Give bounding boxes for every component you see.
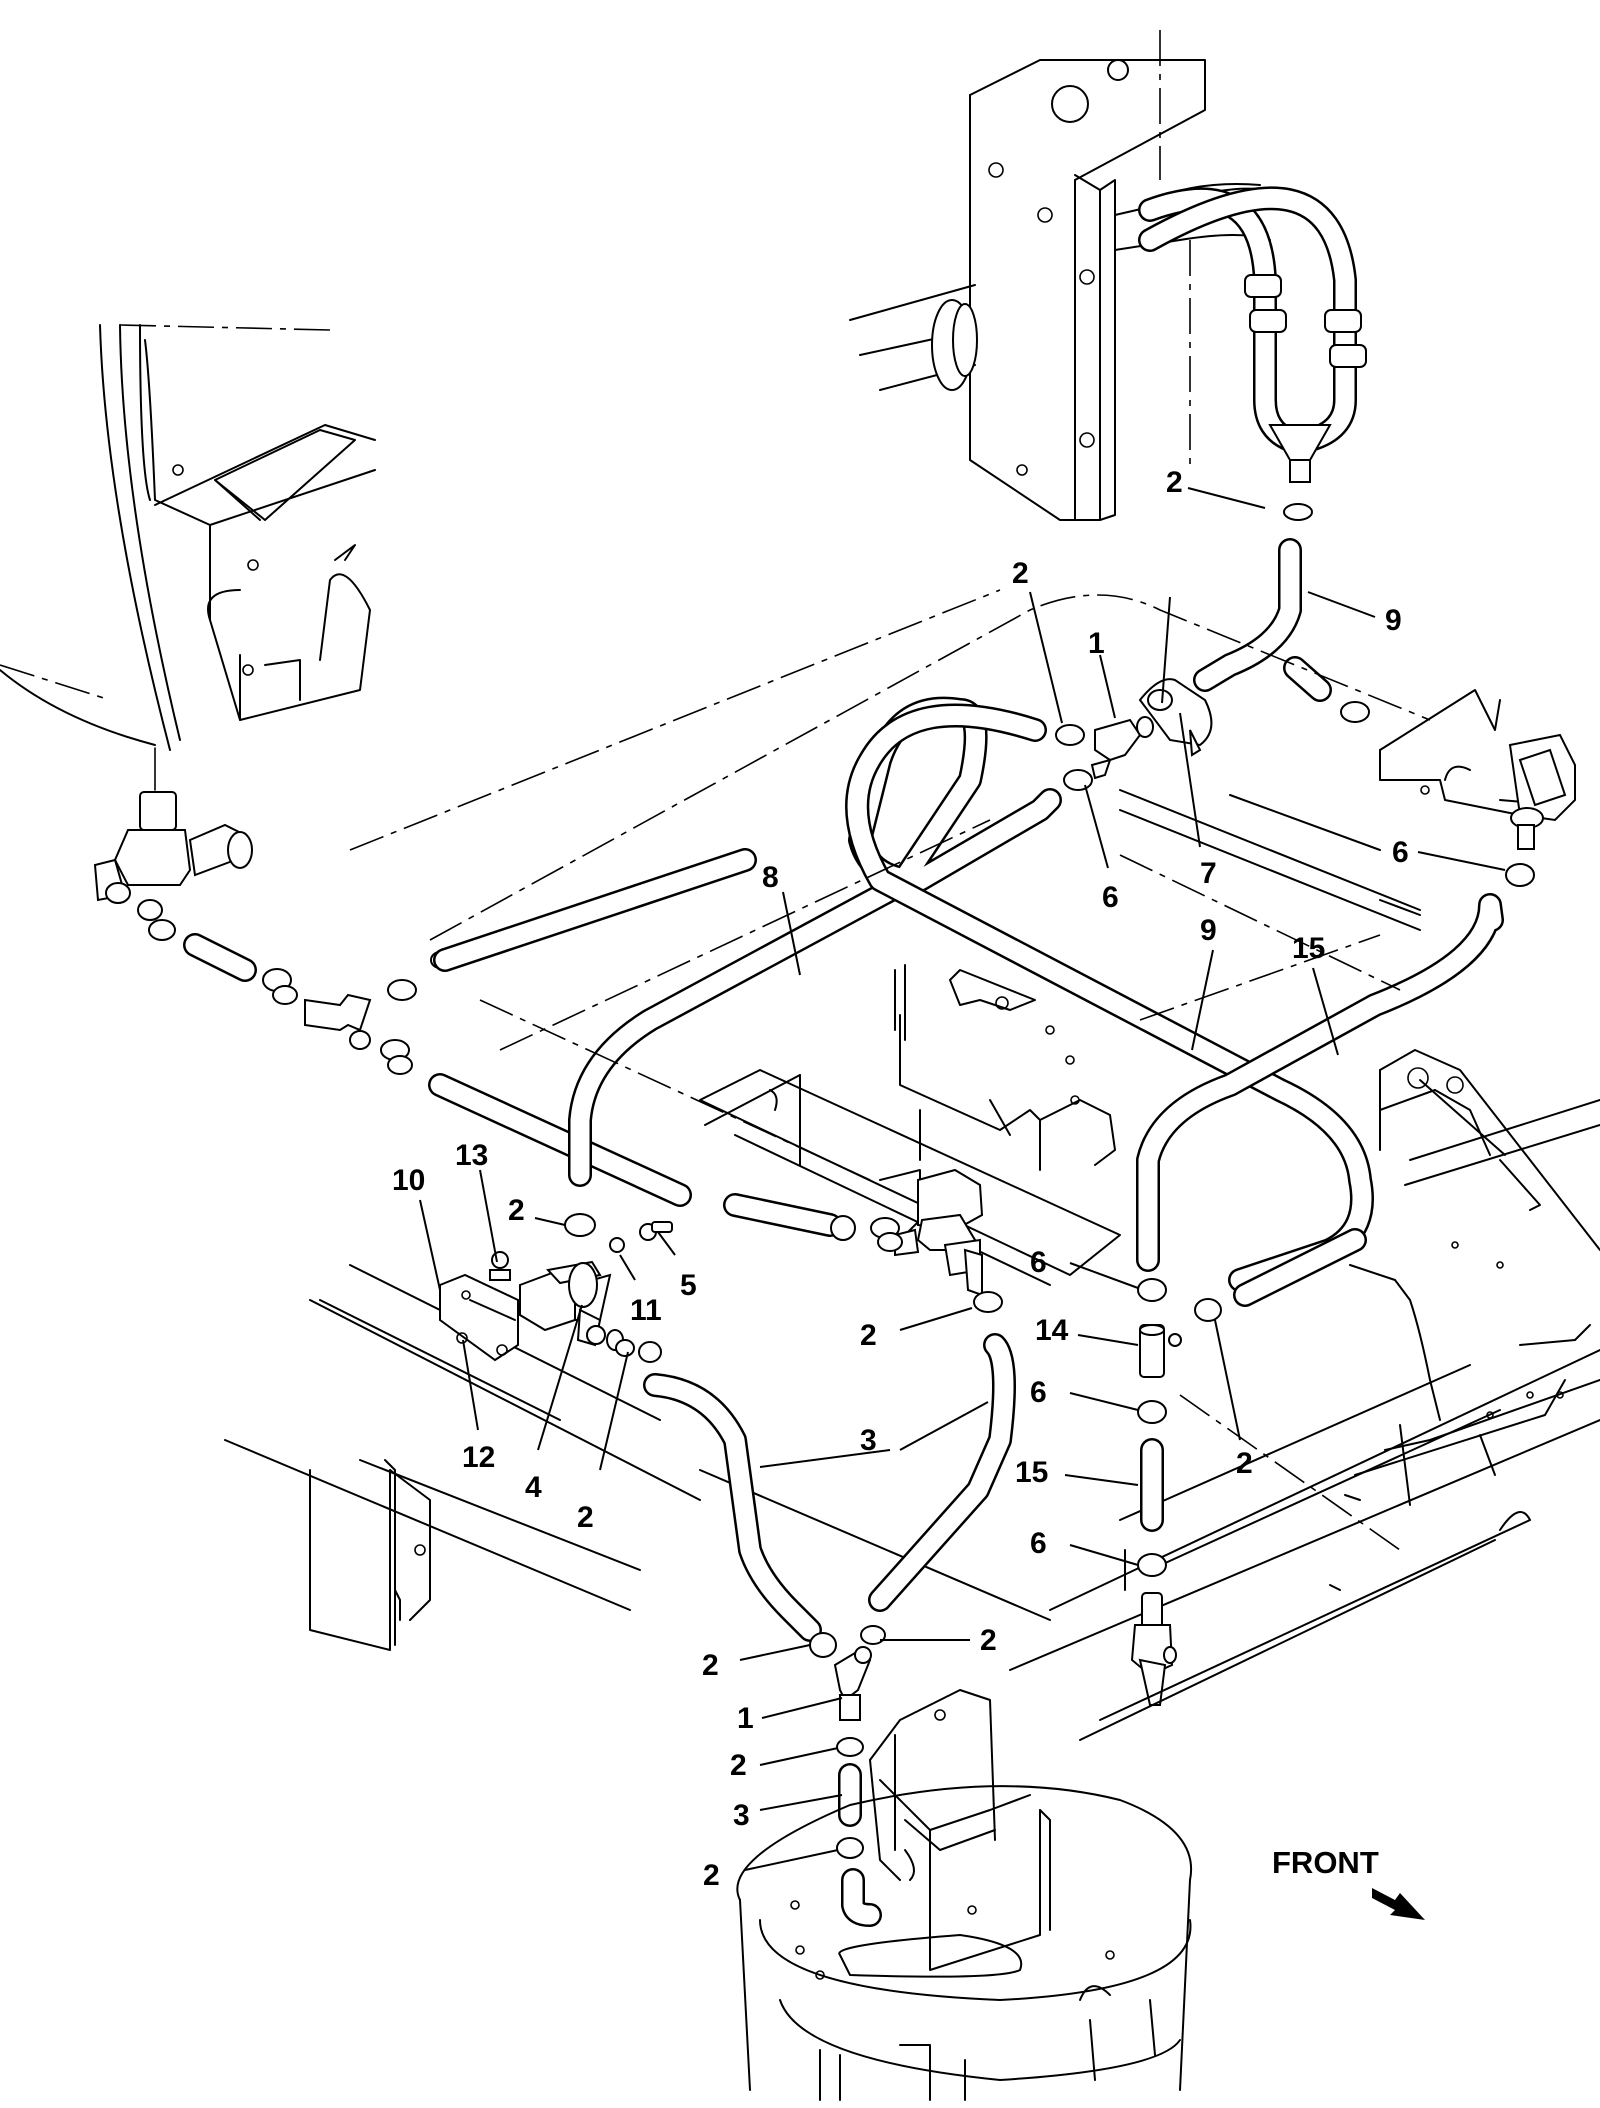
svg-text:13: 13 [455, 1139, 488, 1172]
svg-text:2: 2 [860, 1319, 877, 1352]
right-hose-bracket [1283, 656, 1576, 887]
callout-9-top: 9 [1307, 591, 1402, 637]
upper-y-hose-assembly [1138, 186, 1367, 521]
callout-1-top: 1 [1088, 627, 1116, 719]
front-label: FRONT [1272, 1845, 1379, 1880]
callout-6-right: 6 [1392, 836, 1506, 871]
callout-4: 4 [525, 1304, 583, 1504]
callout-2-ylow-l: 2 [702, 1644, 811, 1682]
callout-6-a: 6 [1030, 1246, 1139, 1289]
callout-7: 7 [1179, 712, 1217, 890]
center-y-fitting [1055, 678, 1213, 791]
front-direction-indicator: FRONT [1272, 1845, 1425, 1920]
svg-text:7: 7 [1200, 857, 1217, 890]
callout-6-mid: 6 [1084, 784, 1119, 914]
svg-text:6: 6 [1030, 1527, 1047, 1560]
callout-13: 13 [455, 1139, 498, 1263]
svg-text:6: 6 [1392, 836, 1409, 869]
right-side-frame [1079, 1049, 1600, 1741]
callout-3-mid: 3 [759, 1401, 989, 1468]
callout-2-right: 2 [1214, 1319, 1253, 1480]
svg-text:4: 4 [525, 1471, 542, 1504]
callout-8: 8 [762, 861, 801, 976]
callout-6-c: 6 [1030, 1527, 1139, 1566]
callout-15-low: 15 [1015, 1456, 1139, 1489]
svg-text:2: 2 [980, 1624, 997, 1657]
callout-14: 14 [1035, 1314, 1139, 1347]
svg-text:3: 3 [733, 1799, 750, 1832]
svg-text:6: 6 [1030, 1246, 1047, 1279]
svg-text:15: 15 [1292, 932, 1325, 965]
bottom-tank [736, 1785, 1193, 2101]
center-solenoid-valve [723, 1168, 984, 1297]
callout-15-top: 15 [1292, 932, 1339, 1056]
svg-text:2: 2 [1236, 1447, 1253, 1480]
tank-upright-bracket [869, 1689, 1051, 1971]
callout-2-bot2: 2 [703, 1849, 839, 1892]
callout-3-low: 3 [733, 1794, 843, 1832]
svg-text:1: 1 [737, 1702, 754, 1735]
left-fitting-chain [93, 747, 757, 1207]
svg-text:6: 6 [1030, 1376, 1047, 1409]
hose-15-upper [1136, 893, 1504, 1272]
svg-text:2: 2 [730, 1749, 747, 1782]
svg-text:10: 10 [392, 1164, 425, 1197]
lower-left-step-bracket [309, 1459, 431, 1651]
svg-text:2: 2 [1012, 557, 1029, 590]
hose-3-long [643, 1373, 822, 1642]
front-arrow-icon [1372, 1888, 1425, 1920]
upper-mounting-bracket [969, 30, 1206, 521]
callout-1-top-leader-b [1161, 596, 1171, 704]
svg-text:8: 8 [762, 861, 779, 894]
svg-text:6: 6 [1102, 881, 1119, 914]
callout-2-ylow-r: 2 [880, 1624, 997, 1657]
lower-y-fitting [809, 1625, 886, 1927]
callout-2-lower: 2 [577, 1351, 629, 1534]
svg-text:2: 2 [702, 1649, 719, 1682]
callout-12: 12 [462, 1339, 495, 1474]
callout-2-bot1: 2 [730, 1747, 839, 1782]
callout-9-mid: 9 [1191, 914, 1217, 1051]
svg-text:12: 12 [462, 1441, 495, 1474]
callout-6-b: 6 [1030, 1376, 1139, 1411]
callout-1-low: 1 [737, 1697, 843, 1735]
callout-2-top: 2 [1166, 466, 1266, 509]
svg-text:2: 2 [703, 1859, 720, 1892]
callout-2-center: 2 [860, 1307, 973, 1352]
svg-text:2: 2 [508, 1194, 525, 1227]
svg-text:14: 14 [1035, 1314, 1069, 1347]
left-machine-body [0, 324, 376, 751]
callout-10: 10 [392, 1164, 441, 1291]
right-vertical-fittings [1130, 1228, 1367, 1706]
svg-text:11: 11 [630, 1294, 662, 1327]
hose-9-loop [845, 703, 1374, 1292]
hose-3-right [868, 1291, 1016, 1612]
callout-11: 11 [619, 1254, 662, 1327]
callouts: 2 9 2 1 7 6 6 8 [392, 466, 1506, 1892]
callout-5: 5 [657, 1231, 697, 1302]
svg-text:5: 5 [680, 1269, 697, 1302]
svg-text:3: 3 [860, 1424, 877, 1457]
svg-text:1: 1 [1088, 627, 1105, 660]
svg-text:2: 2 [577, 1501, 594, 1534]
left-valve-bracket [439, 1213, 673, 1363]
svg-text:2: 2 [1166, 466, 1183, 499]
svg-text:15: 15 [1015, 1456, 1048, 1489]
hose-9-upper [1193, 538, 1302, 692]
svg-text:9: 9 [1200, 914, 1217, 947]
callout-2-left: 2 [508, 1194, 566, 1227]
callout-2-mid: 2 [1012, 557, 1063, 724]
svg-text:9: 9 [1385, 604, 1402, 637]
